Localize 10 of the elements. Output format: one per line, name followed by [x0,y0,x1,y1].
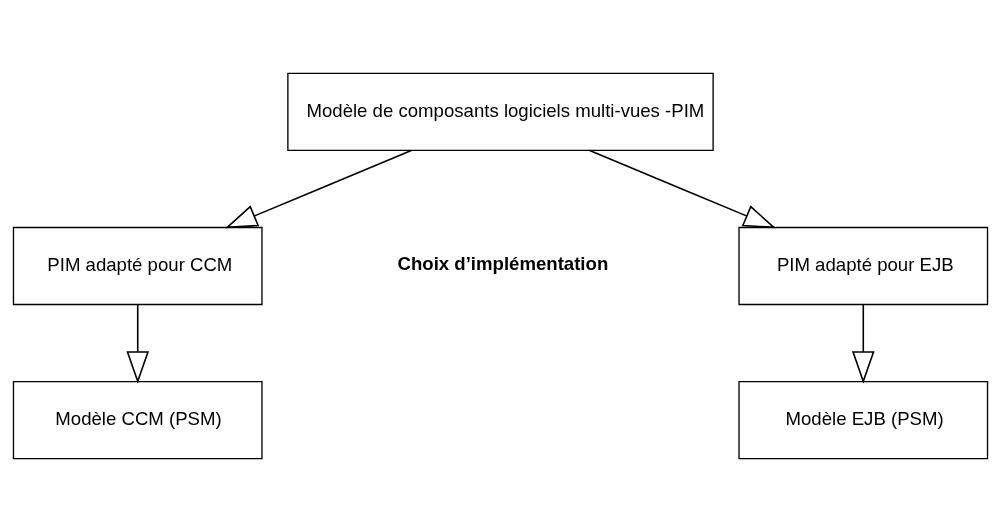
node-box: PIM adapté pour CCM [12,226,263,306]
arrow [851,304,875,384]
label: Choix d’implémentation [397,252,609,274]
node-box: Modèle EJB (PSM) [738,380,989,460]
arrow [225,149,413,229]
node-box: Modèle CCM (PSM) [12,380,263,460]
node-box: PIM adapté pour EJB [738,226,989,306]
arrow [126,304,150,384]
arrow [588,149,776,229]
node-box: Modèle de composants logiciels multi-vues -PIM [287,72,714,152]
